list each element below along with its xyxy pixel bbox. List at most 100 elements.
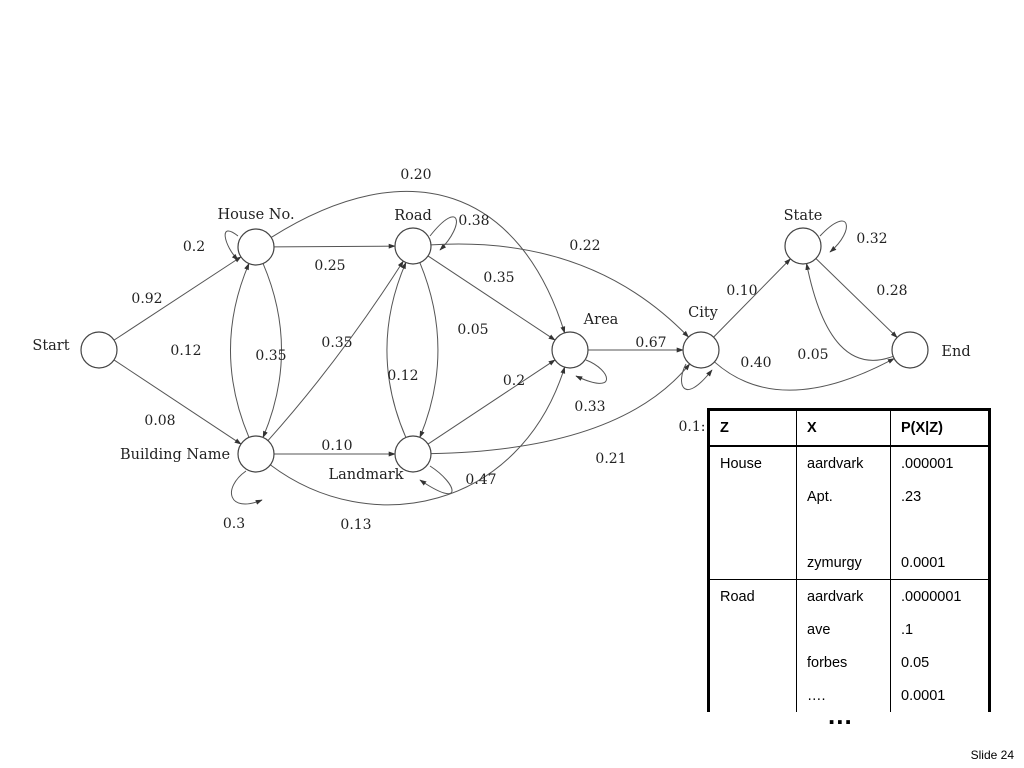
table-row: …. 0.0001 — [708, 679, 990, 712]
transition-edge-landmark-to-road — [386, 261, 407, 438]
table-row: zymurgy 0.0001 — [708, 546, 990, 580]
state-node-house-no — [237, 228, 275, 266]
transition-probability-label: 0.28 — [876, 283, 907, 299]
word-cell: forbes — [796, 646, 891, 679]
state-label-landmark: Landmark — [328, 467, 403, 483]
state-cell-road: Road — [708, 579, 797, 613]
transition-edge-area-to-area — [575, 359, 607, 384]
state-label-state: State — [784, 208, 823, 224]
state-node-building-name — [237, 435, 275, 473]
transition-probability-label: 0.40 — [740, 355, 771, 371]
state-label-city: City — [688, 305, 719, 321]
transition-edge-landmark-to-landmark — [419, 465, 453, 495]
prob-cell: .1 — [901, 621, 914, 638]
transition-edge-state-to-state — [819, 220, 847, 253]
table-row: House aardvark .000001 — [708, 446, 990, 480]
transition-edge-end-to-state — [805, 262, 894, 361]
transition-probability-label: 0.05 — [797, 347, 828, 363]
word-cell: …. — [796, 679, 891, 712]
word-cell: zymurgy — [796, 546, 891, 580]
transition-edge-road-to-city — [430, 243, 689, 338]
transition-edge-road-to-landmark — [419, 262, 439, 439]
table-row: forbes 0.05 — [708, 646, 990, 679]
transition-probability-label: 0.12 — [387, 368, 418, 384]
state-label-house-no: House No. — [217, 207, 294, 223]
state-label-area: Area — [583, 312, 619, 328]
word-cell: ave — [796, 613, 891, 646]
state-node-landmark — [394, 435, 432, 473]
state-node-area — [551, 331, 589, 369]
state-node-city — [682, 331, 720, 369]
transition-probability-label: 0.38 — [458, 213, 489, 229]
transition-probability-label: 0.1: — [679, 419, 706, 435]
transition-probability-label: 0.67 — [635, 335, 666, 351]
transition-edge-city-to-end — [714, 358, 895, 391]
transition-edge-city-to-state — [713, 258, 791, 338]
word-cell: aardvark — [796, 446, 891, 480]
word-cell: aardvark — [796, 579, 891, 613]
state-node-start — [80, 331, 118, 369]
transition-edge-landmark-to-city — [430, 363, 691, 455]
transition-edge-house-no-to-house-no — [224, 230, 239, 261]
state-node-road — [394, 227, 432, 265]
transition-probability-label: 0.2 — [503, 373, 525, 389]
transition-probability-label: 0.2 — [183, 239, 205, 255]
transition-probability-label: 0.25 — [314, 258, 345, 274]
transition-probability-label: 0.35 — [483, 270, 514, 286]
header-z: Z — [708, 409, 797, 447]
transition-probability-label: 0.22 — [569, 238, 600, 254]
prob-cell: .000001 — [901, 455, 954, 472]
prob-cell — [891, 513, 990, 546]
transition-probability-label: 0.35 — [321, 335, 352, 351]
state-label-end: End — [941, 344, 970, 360]
word-cell — [796, 513, 891, 546]
state-label-building-name: Building Name — [120, 447, 230, 463]
prob-cell: 0.05 — [901, 654, 930, 671]
transition-edge-city-to-city — [681, 363, 713, 390]
transition-probability-label: 0.33 — [574, 399, 605, 415]
transition-edge-building-name-to-area — [270, 366, 566, 506]
transition-edge-state-to-end — [815, 258, 898, 338]
transition-probability-label: 0.12 — [170, 343, 201, 359]
table-header-row: Z X P(X|Z) — [708, 409, 990, 447]
header-x: X — [796, 409, 891, 447]
table-row: Apt. .23 — [708, 480, 990, 513]
emission-probability-table: Z X P(X|Z) House aardvark .000001 Apt. .… — [707, 408, 991, 712]
prob-cell: .0000001 — [901, 588, 962, 605]
slide-number: Slide 24 — [970, 748, 1014, 762]
transition-probability-label: 0.05 — [457, 322, 488, 338]
table-row: ave .1 — [708, 613, 990, 646]
transition-edge-building-name-to-house-no — [229, 262, 250, 438]
transition-edge-house-no-to-building-name — [262, 263, 283, 439]
transition-probability-label: 0.21 — [595, 451, 626, 467]
state-label-road: Road — [394, 208, 432, 224]
transition-edge-house-no-to-area — [270, 191, 566, 334]
table-row: Road aardvark .0000001 — [708, 579, 990, 613]
state-label-start: Start — [32, 338, 69, 354]
prob-cell: 0.0001 — [901, 687, 946, 704]
transition-probability-label: 0.10 — [726, 283, 757, 299]
transition-edge-building-name-to-road — [267, 260, 404, 441]
transition-edge-start-to-house-no — [113, 256, 242, 341]
transition-edge-house-no-to-road — [273, 243, 396, 249]
transition-probability-label: 0.35 — [255, 348, 286, 364]
transition-edge-road-to-road — [429, 216, 457, 251]
state-node-end — [891, 331, 929, 369]
prob-cell: 0.0001 — [890, 546, 990, 580]
transition-probability-label: 0.92 — [131, 291, 162, 307]
transition-probability-label: 0.47 — [465, 472, 496, 488]
transition-probability-label: 0.10 — [321, 438, 352, 454]
state-node-state — [784, 227, 822, 265]
state-cell-house: House — [708, 446, 797, 480]
header-p-x-given-z: P(X|Z) — [890, 409, 990, 447]
word-cell: Apt. — [796, 480, 891, 513]
transition-probability-label: 0.32 — [856, 231, 887, 247]
transition-edges — [113, 191, 898, 506]
table-continuation-ellipsis: ... — [828, 700, 853, 730]
transition-edge-start-to-building-name — [113, 359, 242, 445]
transition-labels: 0.920.080.20.250.200.350.120.30.350.100.… — [131, 167, 907, 533]
transition-probability-label: 0.3 — [223, 516, 245, 532]
transition-edge-landmark-to-area — [427, 359, 556, 445]
prob-cell: .23 — [901, 488, 922, 505]
